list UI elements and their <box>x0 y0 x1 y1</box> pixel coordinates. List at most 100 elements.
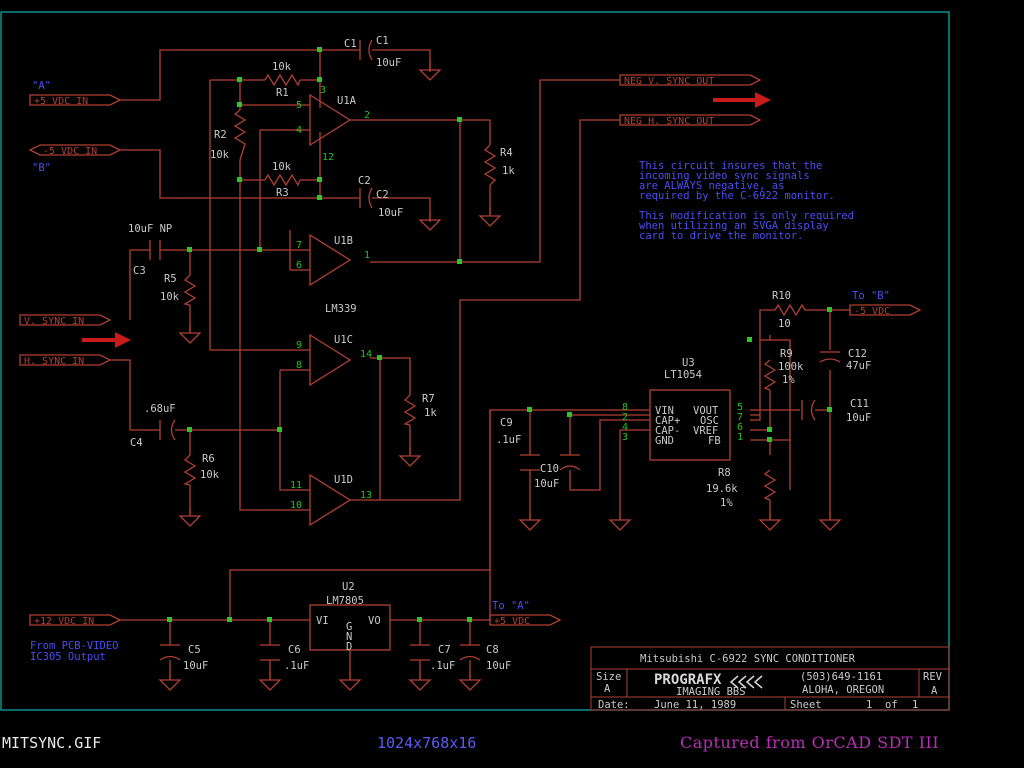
svg-text:R2: R2 <box>214 129 227 141</box>
output-arrow-head-icon <box>755 92 771 108</box>
svg-text:10: 10 <box>778 318 791 330</box>
svg-text:G: G <box>346 621 352 633</box>
svg-text:1%: 1% <box>782 374 795 386</box>
svg-text:CAP+: CAP+ <box>655 415 680 427</box>
junction-dots <box>187 47 462 432</box>
svg-text:3: 3 <box>622 432 628 443</box>
port-plus5-in: +5 VDC IN <box>29 94 122 107</box>
port-neg-v-out: NEG V. SYNC OUT <box>619 74 762 87</box>
svg-text:11: 11 <box>290 480 302 491</box>
c5-capacitor: C5 10uF <box>159 644 208 672</box>
svg-text:incoming video sync signals: incoming video sync signals <box>639 170 810 182</box>
title-block: Mitsubishi C-6922 SYNC CONDITIONER Size … <box>590 646 950 711</box>
svg-text:R5: R5 <box>164 273 177 285</box>
port-plus12-in: +12 VDC IN <box>29 614 122 627</box>
svg-text:C6: C6 <box>288 644 301 656</box>
svg-text:+5 VDC IN: +5 VDC IN <box>34 96 88 107</box>
svg-text:19.6k: 19.6k <box>706 483 738 495</box>
ground-icon <box>339 671 361 691</box>
title-text: Mitsubishi C-6922 SYNC CONDITIONER <box>640 653 856 665</box>
svg-text:VI: VI <box>316 615 329 627</box>
svg-text:C12: C12 <box>848 348 867 360</box>
regulator-wiring <box>120 410 491 680</box>
svg-text:U2: U2 <box>342 581 355 593</box>
svg-text:card to drive the monitor.: card to drive the monitor. <box>639 230 803 242</box>
footer-filename: MITSYNC.GIF <box>2 734 102 752</box>
c3-capacitor: 10uF NP C3 <box>128 223 172 277</box>
svg-text:are ALWAYS negative, as: are ALWAYS negative, as <box>639 180 784 192</box>
svg-text:5: 5 <box>737 402 743 413</box>
u2-lm7805: U2 LM7805 VI VO G N D <box>309 581 391 653</box>
svg-text:A: A <box>931 685 938 697</box>
r4-resistor: R4 1k <box>483 144 515 186</box>
svg-text:100k: 100k <box>778 361 804 373</box>
svg-text:-5 VDC IN: -5 VDC IN <box>43 146 97 157</box>
svg-text:C8: C8 <box>486 644 499 656</box>
svg-text:Size: Size <box>596 671 621 683</box>
svg-text:R9: R9 <box>780 348 793 360</box>
svg-text:5: 5 <box>296 100 302 111</box>
ground-icon <box>609 511 631 531</box>
u1c-comparator: U1C 9 8 14 <box>296 333 372 387</box>
svg-text:REV: REV <box>923 671 943 683</box>
port-v-sync-in: V. SYNC IN <box>19 314 112 327</box>
svg-text:R1: R1 <box>276 87 289 99</box>
svg-text:10k: 10k <box>210 149 230 161</box>
svg-text:R6: R6 <box>202 453 215 465</box>
to-b-label: To "B" <box>852 290 890 302</box>
svg-text:(503)649-1161: (503)649-1161 <box>800 671 882 683</box>
svg-text:LM7805: LM7805 <box>326 595 364 607</box>
svg-text:N: N <box>346 631 352 643</box>
svg-text:47uF: 47uF <box>846 360 871 372</box>
svg-text:C3: C3 <box>133 265 146 277</box>
u1d-comparator: U1D 11 10 13 <box>290 473 372 527</box>
svg-text:4: 4 <box>622 422 628 433</box>
ground-icon <box>179 324 201 344</box>
to-a-label: To "A" <box>492 600 530 612</box>
r5-resistor: R5 10k <box>160 273 197 306</box>
r8-resistor: R8 19.6k 1% <box>706 467 777 509</box>
port-minus5-in: -5 VDC IN <box>28 144 122 157</box>
svg-text:of: of <box>885 699 898 711</box>
svg-text:14: 14 <box>360 349 372 360</box>
svg-text:+5 VDC: +5 VDC <box>494 616 530 627</box>
svg-text:4: 4 <box>296 125 302 136</box>
c1-capacitor: C1 C1 10uF <box>344 35 401 69</box>
c2-capacitor: C2 C2 10uF <box>358 175 403 219</box>
svg-text:7: 7 <box>296 240 302 251</box>
svg-text:10k: 10k <box>272 61 292 73</box>
svg-text:6: 6 <box>296 260 302 271</box>
svg-text:R8: R8 <box>718 467 731 479</box>
svg-text:C11: C11 <box>850 398 869 410</box>
r7-resistor: R7 1k <box>403 393 437 426</box>
svg-text:LT1054: LT1054 <box>664 369 702 381</box>
svg-text:C10: C10 <box>540 463 559 475</box>
port-plus5-vdc: +5 VDC <box>489 614 562 627</box>
svg-text:U1A: U1A <box>337 95 357 107</box>
svg-text:FB: FB <box>708 435 721 447</box>
svg-text:VIN: VIN <box>655 405 674 417</box>
footer-captured: Captured from OrCAD SDT III <box>680 733 940 752</box>
svg-text:10uF: 10uF <box>376 57 401 69</box>
svg-text:9: 9 <box>296 340 302 351</box>
svg-text:1: 1 <box>364 250 370 261</box>
svg-text:1: 1 <box>912 699 918 711</box>
svg-text:NEG H. SYNC OUT: NEG H. SYNC OUT <box>624 116 714 127</box>
svg-text:1: 1 <box>737 432 743 443</box>
port-minus5-vdc: -5 VDC <box>849 304 922 317</box>
svg-text:10k: 10k <box>272 161 292 173</box>
svg-text:GND: GND <box>655 435 674 447</box>
svg-text:VOUT: VOUT <box>693 405 719 417</box>
c9-capacitor: C9 .1uF <box>496 417 540 471</box>
input-arrow-head-icon <box>115 332 131 348</box>
prografx-logo: PROGRAFX <box>654 672 722 688</box>
svg-text:U1D: U1D <box>334 474 353 486</box>
svg-text:VREF: VREF <box>693 425 718 437</box>
svg-text:OSC: OSC <box>700 415 719 427</box>
ground-icon <box>759 511 781 531</box>
svg-text:U3: U3 <box>682 357 695 369</box>
ground-icon <box>399 447 421 467</box>
svg-text:10k: 10k <box>160 291 180 303</box>
svg-text:8: 8 <box>622 402 628 413</box>
